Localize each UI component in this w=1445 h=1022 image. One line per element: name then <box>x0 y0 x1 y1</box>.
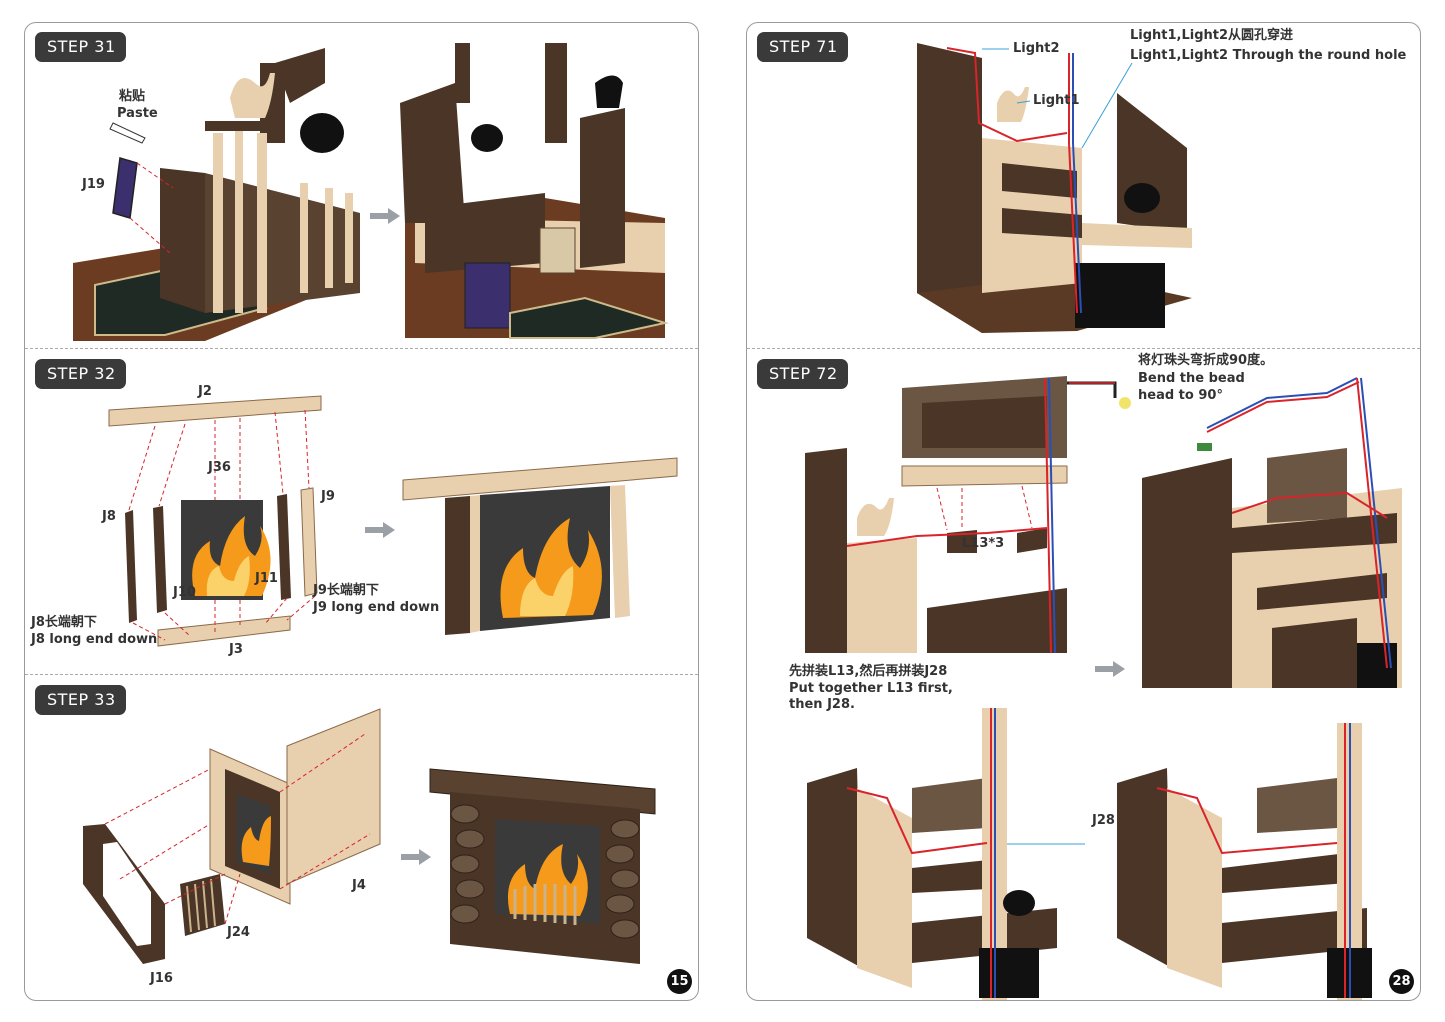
step-33-arrow-icon <box>401 849 431 865</box>
part-j24-label: J24 <box>227 925 250 940</box>
part-j10-label: J10 <box>173 585 196 600</box>
round-hole-note-en: Light1,Light2 Through the round hole <box>1130 48 1407 63</box>
part-j16-label: J16 <box>150 971 173 986</box>
round-hole-note-cn: Light1,Light2从圆孔穿进 <box>1130 28 1294 43</box>
page-number: 15 <box>667 969 692 994</box>
order-note-en-1: Put together L13 first, <box>789 681 953 696</box>
j9-note-en: J9 long end down <box>313 600 440 615</box>
light2-label: Light2 <box>1013 41 1060 56</box>
step-31-illustration <box>73 43 669 341</box>
order-note-cn: 先拼装L13,然后再拼装J28 <box>789 664 948 679</box>
part-j9-label: J9 <box>321 489 335 504</box>
section-divider <box>25 348 698 349</box>
bend-note-cn: 将灯珠头弯折成90度。 <box>1138 353 1274 368</box>
part-j8-label: J8 <box>102 509 116 524</box>
step-33-illustration <box>83 708 656 964</box>
j9-note-cn: J9长端朝下 <box>313 583 379 598</box>
step-31-badge: STEP 31 <box>35 32 126 62</box>
page-number: 28 <box>1389 969 1414 994</box>
part-j3-label: J3 <box>229 642 243 657</box>
part-j4-label: J4 <box>352 878 366 893</box>
section-divider <box>25 674 698 675</box>
bend-note-en-2: head to 90° <box>1138 388 1223 403</box>
part-j2-label: J2 <box>198 384 212 399</box>
step-31-arrow-icon <box>370 208 400 224</box>
j8-note-cn: J8长端朝下 <box>31 615 97 630</box>
order-note-en-2: then J28. <box>789 697 855 712</box>
step-33-badge: STEP 33 <box>35 685 126 715</box>
bend-note-en-1: Bend the bead <box>1138 371 1245 386</box>
part-j36-label: J36 <box>208 460 231 475</box>
step-72-illustration <box>805 376 1402 1000</box>
step-72-badge: STEP 72 <box>757 359 848 389</box>
step-32-badge: STEP 32 <box>35 359 126 389</box>
manual-page-left: STEP 31 <box>24 22 699 1001</box>
step-32-arrow-icon <box>365 522 395 538</box>
section-divider <box>747 348 1420 349</box>
paste-label-en: Paste <box>117 106 158 121</box>
j8-note-en: J8 long end down <box>31 632 158 647</box>
part-j28-label: J28 <box>1092 813 1115 828</box>
part-j11-label: J11 <box>255 571 278 586</box>
step-32-illustration <box>108 395 678 647</box>
step-72-arrow-icon <box>1095 661 1125 677</box>
step-71-badge: STEP 71 <box>757 32 848 62</box>
part-j19-label: J19 <box>82 177 105 192</box>
part-l13-label: L13*3 <box>962 536 1005 551</box>
step-71-illustration <box>917 43 1192 333</box>
manual-page-right: STEP 71 Light2 Light1 Light1,Light2从圆孔穿进… <box>746 22 1421 1001</box>
light1-label: Light1 <box>1033 93 1080 108</box>
paste-label-cn: 粘贴 <box>119 89 146 104</box>
